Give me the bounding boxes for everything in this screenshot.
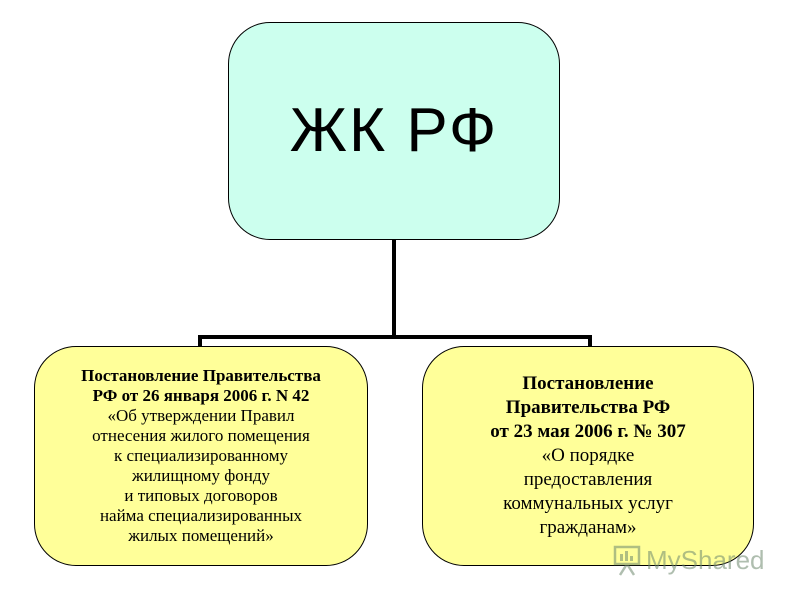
- root-node: ЖК РФ: [228, 22, 560, 240]
- left-line-7: и типовых договоров: [124, 486, 278, 505]
- right-line-5: предоставления: [523, 469, 653, 490]
- watermark-text: MyShared: [646, 544, 765, 575]
- right-line-6: коммунальных услуг: [503, 493, 673, 514]
- left-line-8: найма специализированных: [99, 506, 303, 525]
- left-line-3: «Об утверждении Правил: [107, 406, 295, 425]
- child-node-left: Постановление Правительства РФ от 26 янв…: [34, 346, 368, 566]
- left-line-4: отнесения жилого помещения: [92, 426, 310, 445]
- left-line-9: жилых помещений»: [128, 526, 274, 545]
- watermark-logo: MyShared: [612, 540, 772, 580]
- connector-left-drop: [198, 335, 202, 347]
- right-line-3: от 23 мая 2006 г. № 307: [490, 421, 686, 442]
- left-line-2: РФ от 26 января 2006 г. N 42: [92, 386, 310, 405]
- right-line-1: Постановление: [522, 373, 654, 394]
- left-line-1: Постановление Правительства: [81, 366, 321, 385]
- presentation-icon: [612, 543, 642, 577]
- right-line-2: Правительства РФ: [505, 397, 671, 418]
- connector-vertical-root: [392, 240, 396, 338]
- connector-right-drop: [588, 335, 592, 347]
- left-line-5: к специализированному: [114, 446, 288, 465]
- right-line-7: гражданам»: [539, 517, 637, 538]
- root-title: ЖК РФ: [289, 96, 499, 165]
- left-line-6: жилищному фонду: [131, 466, 271, 485]
- right-line-4: «О порядке: [541, 445, 635, 466]
- connector-horizontal: [198, 335, 592, 339]
- child-node-right: Постановление Правительства РФ от 23 мая…: [422, 346, 754, 566]
